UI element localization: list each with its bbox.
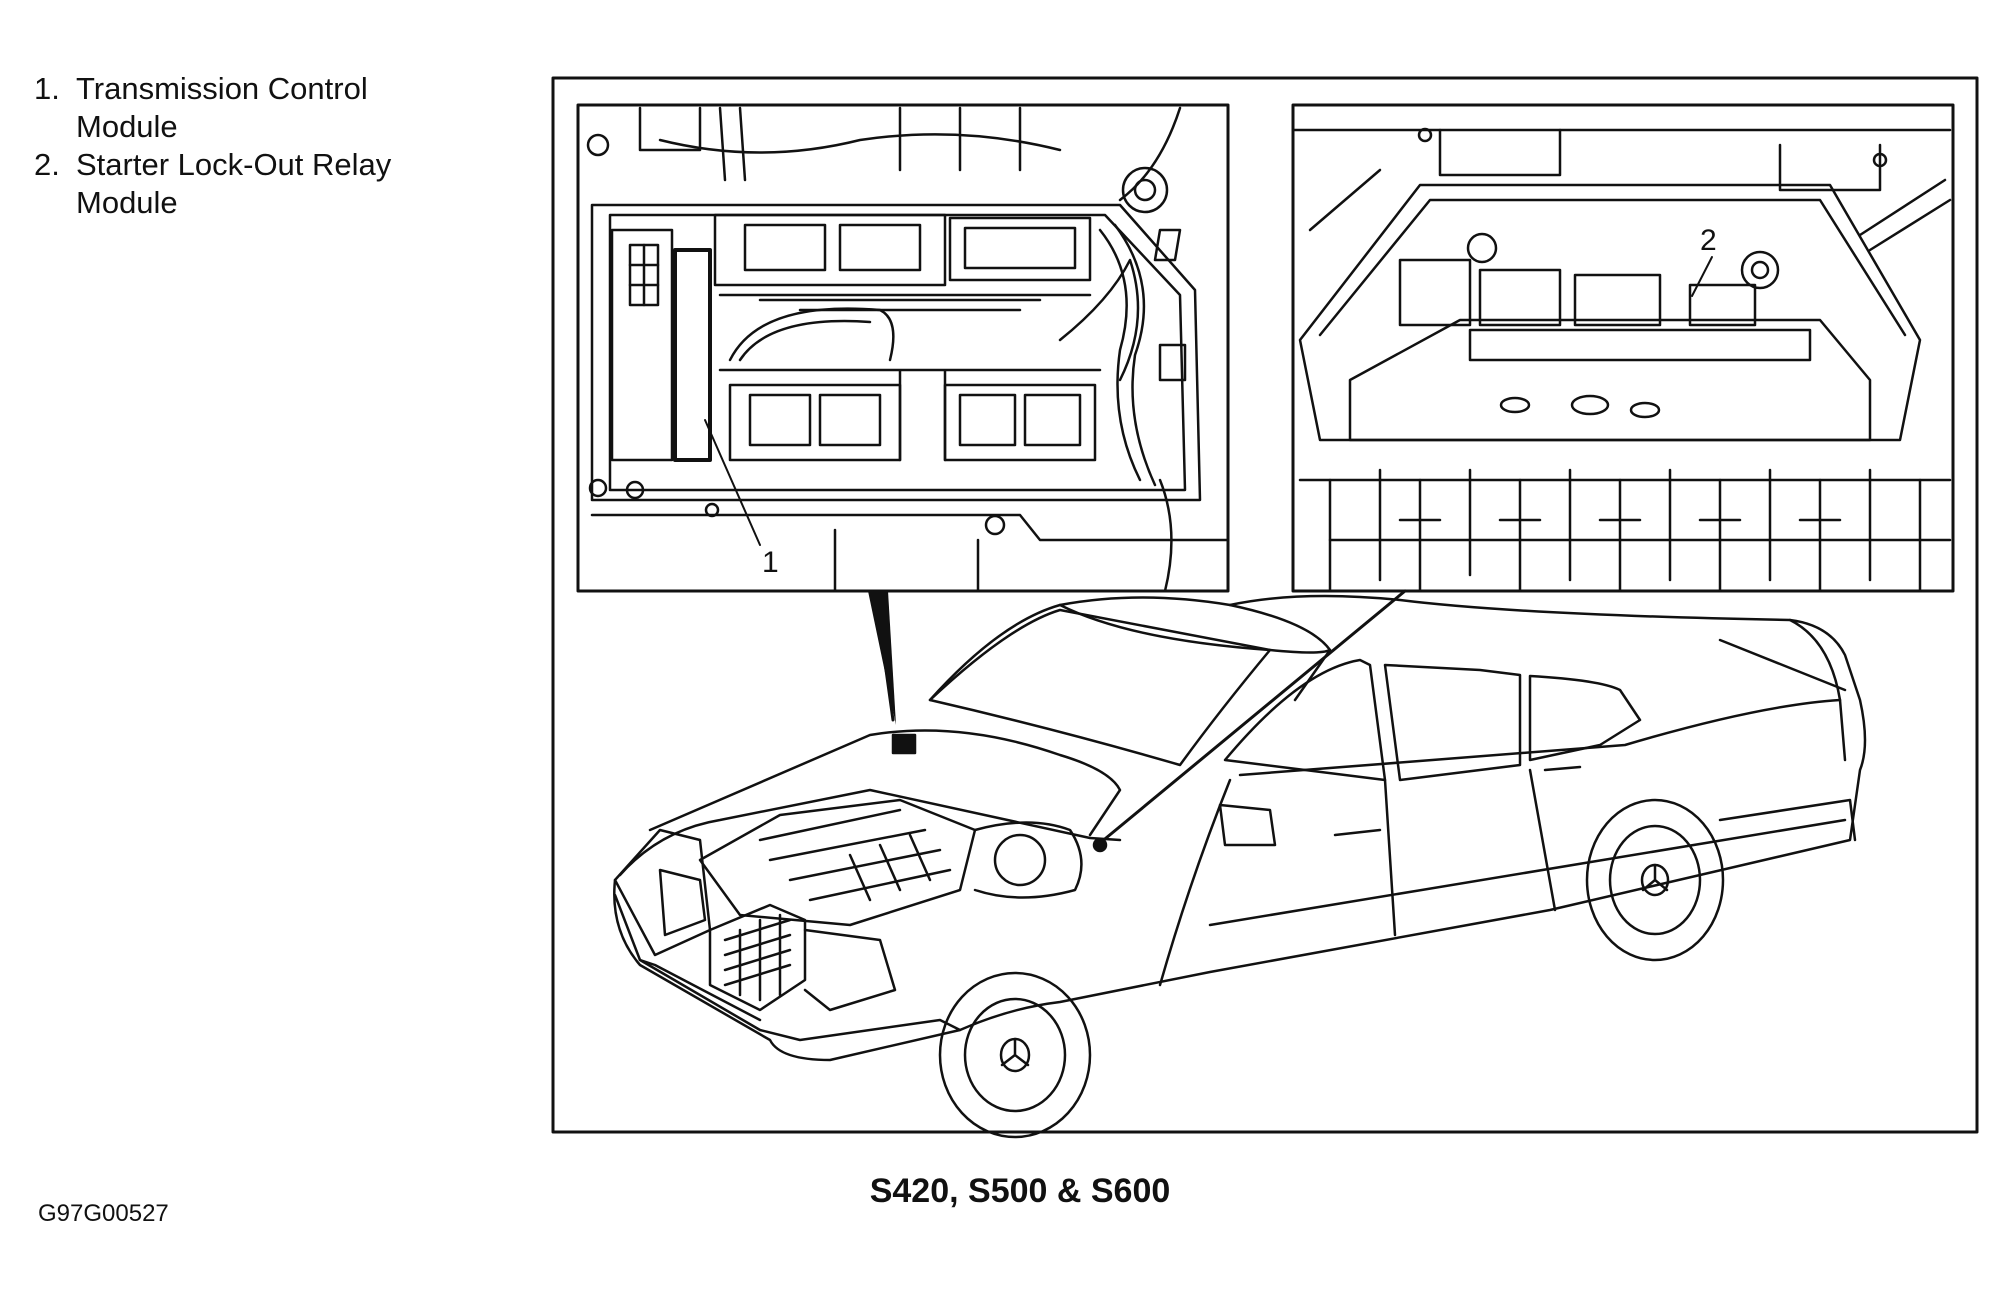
figure-id: G97G00527	[38, 1200, 169, 1227]
legend-item: 2. Starter Lock-Out Relay Module	[34, 146, 436, 222]
legend-number: 1.	[34, 71, 60, 106]
inset-transmission-control-module	[576, 103, 1230, 593]
leader-line-2	[1098, 589, 1407, 845]
callout-label: 2	[1700, 224, 1717, 257]
legend-text: Transmission Control Module	[76, 71, 368, 144]
figure-caption: S420, S500 & S600	[869, 1172, 1171, 1210]
legend: 1. Transmission Control Module 2. Starte…	[34, 70, 436, 222]
car-drawing	[613, 594, 1867, 1139]
leader-line-1-fill	[868, 591, 896, 725]
legend-item: 1. Transmission Control Module	[34, 70, 436, 146]
outer-frame	[551, 76, 1979, 1134]
callout-label: 1	[762, 546, 779, 579]
legend-number: 2.	[34, 147, 60, 182]
legend-text: Starter Lock-Out Relay Module	[76, 147, 392, 220]
inset-starter-lockout-relay	[1291, 103, 1955, 593]
